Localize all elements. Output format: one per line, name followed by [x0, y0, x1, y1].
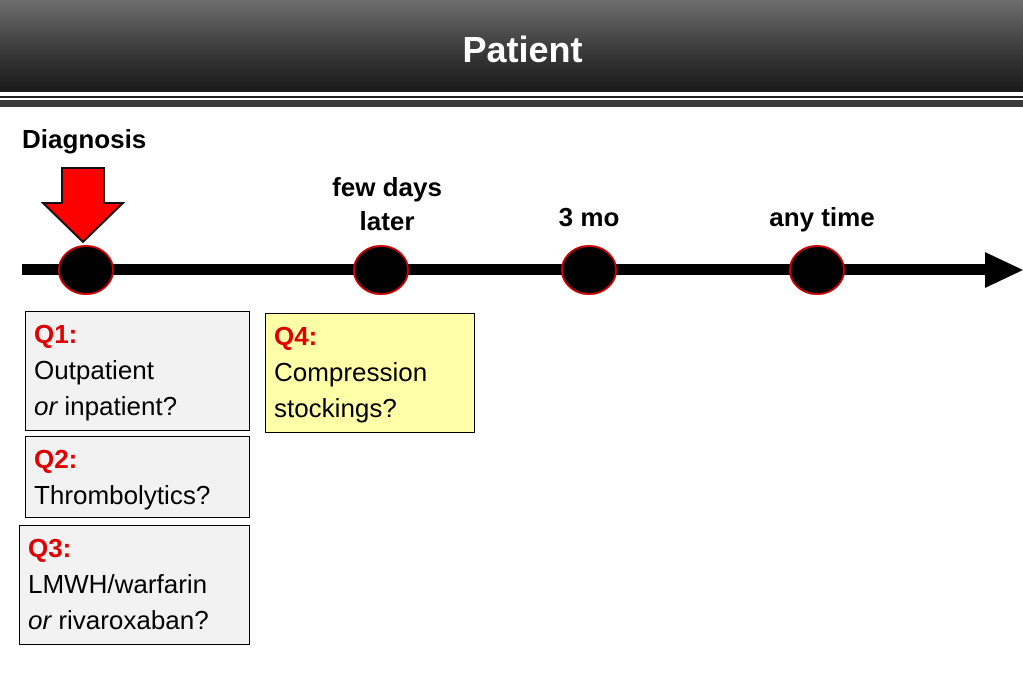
milestone-label-diagnosis: Diagnosis	[22, 124, 147, 154]
question-q2-line1: Thrombolytics?	[34, 480, 211, 510]
question-q1-rest: inpatient?	[57, 391, 178, 421]
milestone-label-few-days-line1: few days	[332, 172, 442, 202]
question-q3-line1: LMWH/warfarin	[28, 569, 208, 599]
question-q4-heading: Q4:	[274, 321, 318, 351]
question-q3-or: or	[28, 605, 52, 635]
question-q1-line2: or inpatient?	[34, 388, 249, 424]
milestone-label-few-days: few days later	[307, 170, 467, 238]
timeline-arrowhead-icon	[985, 252, 1023, 288]
timeline-node-diagnosis	[58, 245, 114, 295]
question-q1-line1: Outpatient	[34, 355, 154, 385]
milestone-label-any-time: any time	[769, 202, 875, 232]
question-box-q2: Q2: Thrombolytics?	[25, 436, 250, 518]
header-divider-thick	[0, 100, 1023, 107]
timeline-node-three-months	[561, 245, 617, 295]
milestone-label-three-months: 3 mo	[558, 202, 620, 232]
question-box-q1: Q1: Outpatient or inpatient?	[25, 311, 250, 431]
question-q2-heading: Q2:	[34, 444, 78, 474]
question-q4-line1: Compression	[274, 357, 428, 387]
question-q3-rest: rivaroxaban?	[51, 605, 209, 635]
question-box-q4: Q4: Compression stockings?	[265, 313, 475, 433]
question-q3-line2: or rivaroxaban?	[28, 602, 249, 638]
milestone-label-few-days-line2: later	[359, 206, 415, 236]
question-q1-heading: Q1:	[34, 319, 78, 349]
diagnosis-arrow-icon	[40, 167, 126, 244]
header-bar	[0, 0, 1023, 92]
header-divider-thin	[0, 96, 1023, 98]
question-q3-heading: Q3:	[28, 533, 72, 563]
question-box-q3: Q3: LMWH/warfarin or rivaroxaban?	[19, 525, 250, 645]
timeline-axis	[22, 167, 1023, 295]
timeline-node-few-days	[353, 245, 409, 295]
page-title: Patient	[462, 29, 583, 70]
question-q4-line2: stockings?	[274, 393, 397, 423]
timeline-line	[22, 264, 990, 275]
timeline-node-any-time	[789, 245, 845, 295]
question-q1-or: or	[34, 391, 58, 421]
